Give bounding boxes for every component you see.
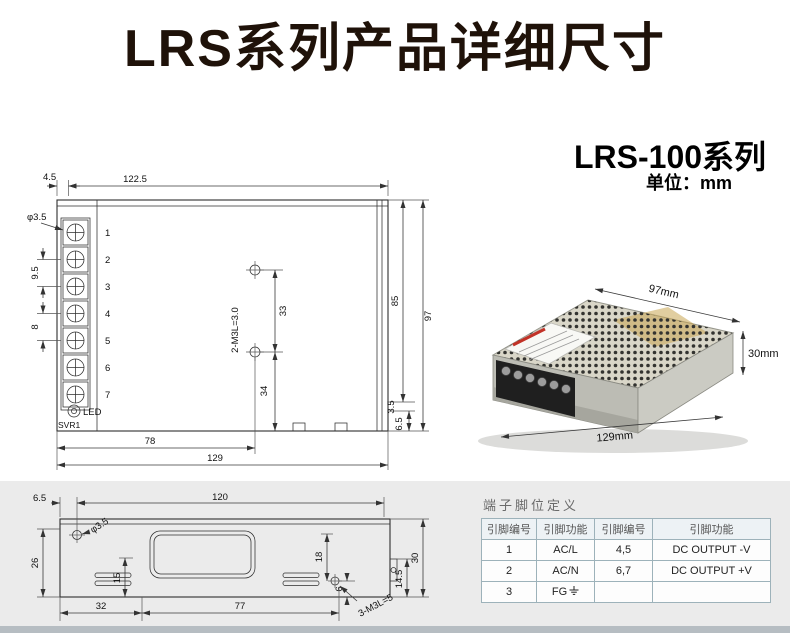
psu-case: [491, 299, 735, 434]
pin-number: 1: [481, 539, 537, 561]
ground-icon: [569, 586, 579, 595]
table-row: 2 AC/N 6,7 DC OUTPUT +V: [481, 560, 771, 582]
side-view-dimensions: 6.5 120 φ3.5 26 15 18 6 14.5 30 32: [30, 492, 429, 621]
dim-label: 4.5: [43, 172, 56, 183]
svr-label: SVR1: [58, 420, 80, 430]
terminal-number: 4: [105, 309, 110, 320]
pin-function: [652, 581, 771, 603]
side-view-drawing: 6.5 120 φ3.5 26 15 18 6 14.5 30 32: [30, 492, 429, 621]
dim-label: 8: [30, 324, 41, 329]
col-header: 引脚功能: [536, 518, 595, 540]
terminal-number: 5: [105, 336, 110, 347]
pin-number: 4,5: [594, 539, 653, 561]
col-header: 引脚编号: [481, 518, 537, 540]
product-photo: 97mm 30mm 129mm: [478, 283, 779, 453]
terminal-number: 6: [105, 363, 110, 374]
top-view-drawing: 1 2 3 4 5 6 7 LED SVR1 4.5 122.5 φ3.5: [27, 172, 434, 470]
page-bottom-strip: [0, 626, 790, 633]
pin-table-title: 端子脚位定义: [483, 498, 580, 513]
dim-label: 6: [334, 586, 345, 591]
dim-label: 97: [423, 311, 434, 322]
dim-label: 6.5: [33, 493, 46, 504]
led-and-trimmer: LED SVR1: [58, 404, 102, 430]
dim-label: φ3.5: [27, 212, 46, 223]
dim-label: 78: [145, 436, 156, 447]
dim-label: 120: [212, 492, 228, 503]
pin-number: 3: [481, 581, 537, 603]
pin-number: 6,7: [594, 560, 653, 582]
dim-label: 85: [390, 296, 401, 307]
led-label: LED: [83, 407, 102, 418]
dim-label: 30: [410, 553, 421, 564]
pin-table-section: 端子脚位定义 引脚编号 引脚功能 引脚编号 引脚功能 1 AC/L 4,5 DC…: [481, 495, 771, 603]
dim-label: 97mm: [647, 283, 679, 302]
col-header: 引脚功能: [652, 518, 771, 540]
dim-label: 9.5: [30, 266, 41, 279]
dim-label: 129mm: [596, 429, 634, 444]
dim-label: 122.5: [123, 174, 147, 185]
pin-function: AC/N: [536, 560, 595, 582]
dim-label: 14.5: [394, 570, 405, 589]
dim-label: 33: [278, 306, 289, 317]
chassis-outline: [56, 199, 389, 432]
terminal-number: 3: [105, 282, 110, 293]
side-outline: [59, 518, 398, 598]
pin-function: AC/L: [536, 539, 595, 561]
dim-label: 129: [207, 453, 223, 464]
col-header: 引脚编号: [594, 518, 653, 540]
pin-function: FG: [536, 581, 595, 603]
pin-number: [594, 581, 653, 603]
page-title: LRS系列产品详细尺寸: [123, 20, 666, 78]
terminal-screws: [501, 366, 571, 394]
dim-label: 15: [112, 573, 123, 584]
pin-number: 2: [481, 560, 537, 582]
table-row: 1 AC/L 4,5 DC OUTPUT -V: [481, 539, 771, 561]
mounting-holes: [246, 261, 264, 361]
dim-label: 77: [235, 601, 246, 612]
terminal-number: 2: [105, 255, 110, 266]
dim-label: 18: [314, 552, 325, 563]
table-row: 3 FG: [481, 581, 771, 603]
pin-table: 引脚编号 引脚功能 引脚编号 引脚功能 1 AC/L 4,5 DC OUTPUT…: [481, 518, 771, 603]
terminal-block: 1 2 3 4 5 6 7: [60, 217, 110, 411]
pin-function: DC OUTPUT -V: [652, 539, 771, 561]
terminal-number: 1: [105, 228, 110, 239]
terminal-number: 7: [105, 390, 110, 401]
dim-label: 3.5: [386, 400, 397, 413]
unit-label: 单位：mm: [646, 173, 733, 193]
fg-label: FG: [551, 586, 568, 598]
dim-label: 32: [96, 601, 107, 612]
table-header-row: 引脚编号 引脚功能 引脚编号 引脚功能: [481, 518, 771, 540]
screw-note: 2-M3L=3.0: [230, 307, 241, 353]
dim-label: 30mm: [748, 348, 779, 360]
dim-label: 26: [30, 558, 41, 569]
dim-label: 6.5: [394, 417, 405, 430]
top-view-dimensions: 4.5 122.5 φ3.5 9.5 8 33 34 2-M3L=3.0 85 …: [27, 172, 434, 470]
pin-function: DC OUTPUT +V: [652, 560, 771, 582]
dim-label: 34: [259, 386, 270, 397]
screw-note: 3-M3L=5: [357, 592, 396, 619]
product-label: [504, 322, 596, 365]
series-title: LRS-100系列: [574, 139, 767, 175]
